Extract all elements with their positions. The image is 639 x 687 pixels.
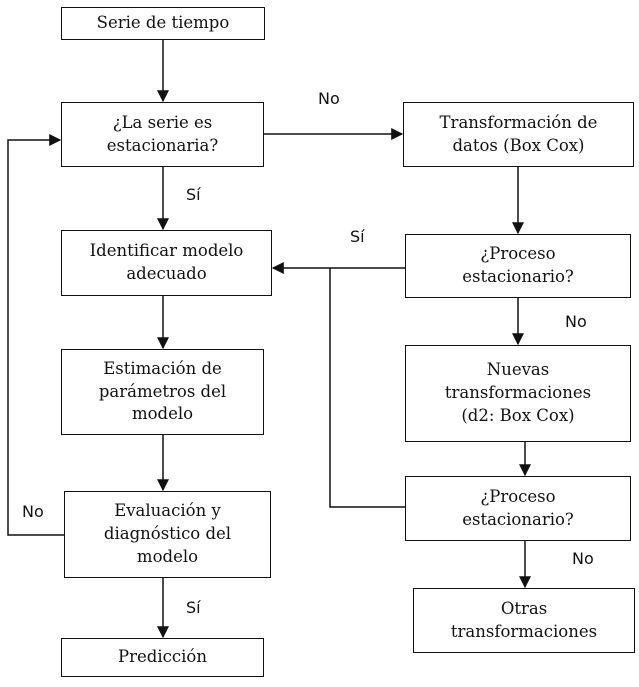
node-prediccion: Predicción	[61, 638, 264, 677]
edge-label-no-top: No	[318, 89, 340, 108]
node-evaluacion-diagnostico: Evaluación y diagnóstico del modelo	[64, 491, 271, 578]
node-serie-de-tiempo: Serie de tiempo	[61, 7, 265, 40]
node-nuevas-transformaciones: Nuevas transformaciones (d2: Box Cox)	[405, 345, 631, 442]
edge-label-si-middle: Sí	[350, 227, 365, 246]
arrow-proceso2-to-identificar	[329, 268, 405, 508]
node-estimacion-parametros: Estimación de parámetros del modelo	[61, 349, 264, 435]
edge-label-no-evaluacion: No	[22, 502, 44, 521]
edge-label-si-left: Sí	[186, 185, 201, 204]
node-identificar-modelo: Identificar modelo adecuado	[61, 230, 272, 296]
edge-label-no-proceso2: No	[572, 549, 594, 568]
node-estacionaria-question: ¿La serie es estacionaria?	[61, 102, 264, 167]
arrow-evaluacion-feedback	[7, 134, 64, 536]
node-proceso-estacionario-2: ¿Proceso estacionario?	[405, 476, 631, 541]
node-proceso-estacionario-1: ¿Proceso estacionario?	[405, 234, 631, 298]
node-otras-transformaciones: Otras transformaciones	[413, 588, 635, 653]
edge-label-si-evaluacion: Sí	[186, 598, 201, 617]
edge-label-no-proceso1: No	[565, 312, 587, 331]
node-transformacion-datos: Transformación de datos (Box Cox)	[403, 102, 634, 167]
